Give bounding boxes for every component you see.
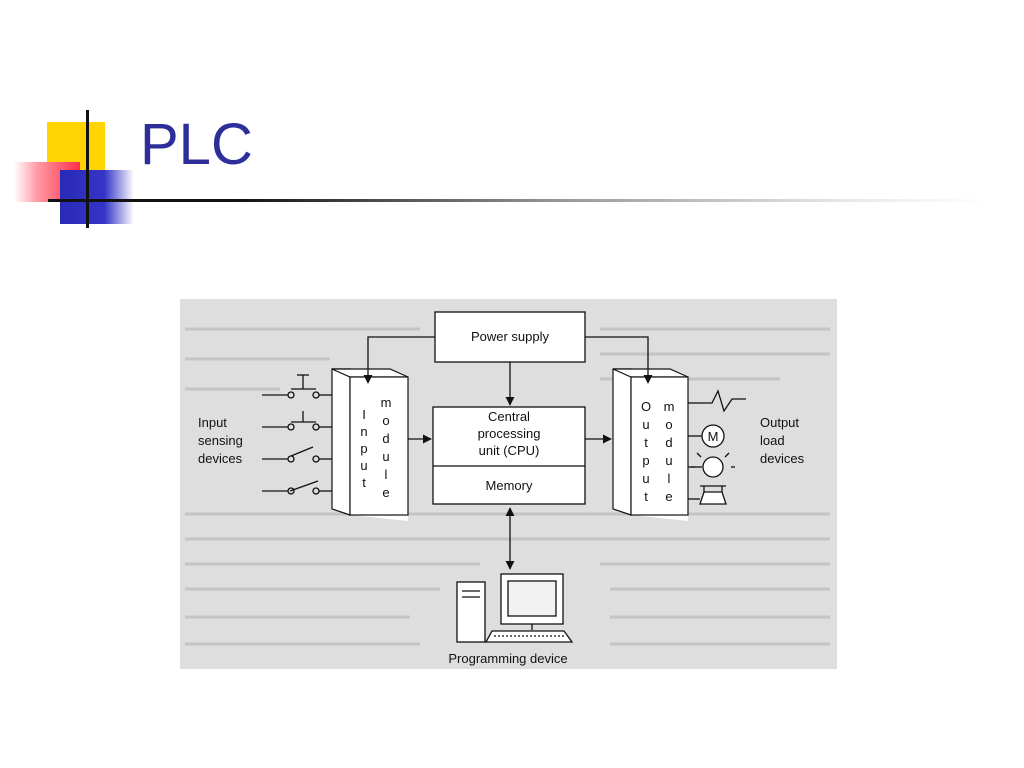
memory-label: Memory <box>486 478 533 493</box>
output-letter-4: p <box>642 453 649 468</box>
diagram-svg: Power supply Central processing unit (CP… <box>185 311 830 666</box>
input-letter-4: u <box>360 458 367 473</box>
output-module-letter-4: u <box>665 453 672 468</box>
horn-icon <box>699 491 727 505</box>
power-supply-block: Power supply <box>434 311 586 363</box>
computer-tower-icon <box>456 581 486 643</box>
heater-icon <box>704 389 746 413</box>
output-loads <box>688 389 746 505</box>
decor-vertical-rule <box>86 110 89 228</box>
output-module-letter-3: d <box>665 435 672 450</box>
input-switches <box>262 374 332 495</box>
output-letter-6: t <box>644 489 648 504</box>
plc-block-diagram: Power supply Central processing unit (CP… <box>180 299 837 669</box>
programming-device-label: Programming device <box>448 651 567 666</box>
keyboard-icon <box>484 630 574 643</box>
output-letter-2: u <box>642 417 649 432</box>
output-letter-5: u <box>642 471 649 486</box>
title-underline <box>48 199 988 202</box>
input-module: I n p u t m o d u l e <box>331 368 409 521</box>
svg-text:load: load <box>760 433 785 448</box>
output-module-letter-5: l <box>668 471 671 486</box>
output-module-letter-6: e <box>665 489 672 504</box>
motor-icon <box>701 424 725 448</box>
power-supply-label: Power supply <box>471 329 550 344</box>
cpu-label-line1: Central <box>488 409 530 424</box>
output-module-letter-1: m <box>664 399 675 414</box>
input-letter-5: t <box>362 475 366 490</box>
module-letter-4: u <box>382 449 389 464</box>
output-letter-1: O <box>641 399 651 414</box>
module-letter-6: e <box>382 485 389 500</box>
module-letter-2: o <box>382 413 389 428</box>
power-to-output-arrow <box>585 336 653 384</box>
decor-blue-square <box>60 170 134 224</box>
module-letter-1: m <box>381 395 392 410</box>
output-letter-3: t <box>644 435 648 450</box>
signal-arrows <box>363 336 653 570</box>
input-letter-1: I <box>362 407 366 422</box>
power-to-input-arrow <box>363 336 435 384</box>
input-devices-label: Input sensing devices <box>198 415 243 466</box>
svg-text:devices: devices <box>760 451 805 466</box>
cpu-block: Central processing unit (CPU) Memory <box>432 406 586 505</box>
output-module: O u t p u t m o d u l e <box>612 368 689 521</box>
svg-text:Output: Output <box>760 415 799 430</box>
input-letter-2: n <box>360 424 367 439</box>
motor-symbol-label: M <box>708 429 719 444</box>
lamp-icon <box>702 456 724 478</box>
output-devices-label: Output load devices <box>760 415 805 466</box>
svg-text:Input: Input <box>198 415 227 430</box>
output-module-letter-2: o <box>665 417 672 432</box>
svg-text:sensing: sensing <box>198 433 243 448</box>
cpu-label-line2: processing <box>478 426 541 441</box>
module-letter-3: d <box>382 431 389 446</box>
module-letter-5: l <box>385 467 388 482</box>
cpu-label-line3: unit (CPU) <box>479 443 540 458</box>
programming-device-icon <box>456 573 574 643</box>
svg-text:devices: devices <box>198 451 243 466</box>
slide-title: PLC <box>140 112 253 177</box>
input-letter-3: p <box>360 441 367 456</box>
